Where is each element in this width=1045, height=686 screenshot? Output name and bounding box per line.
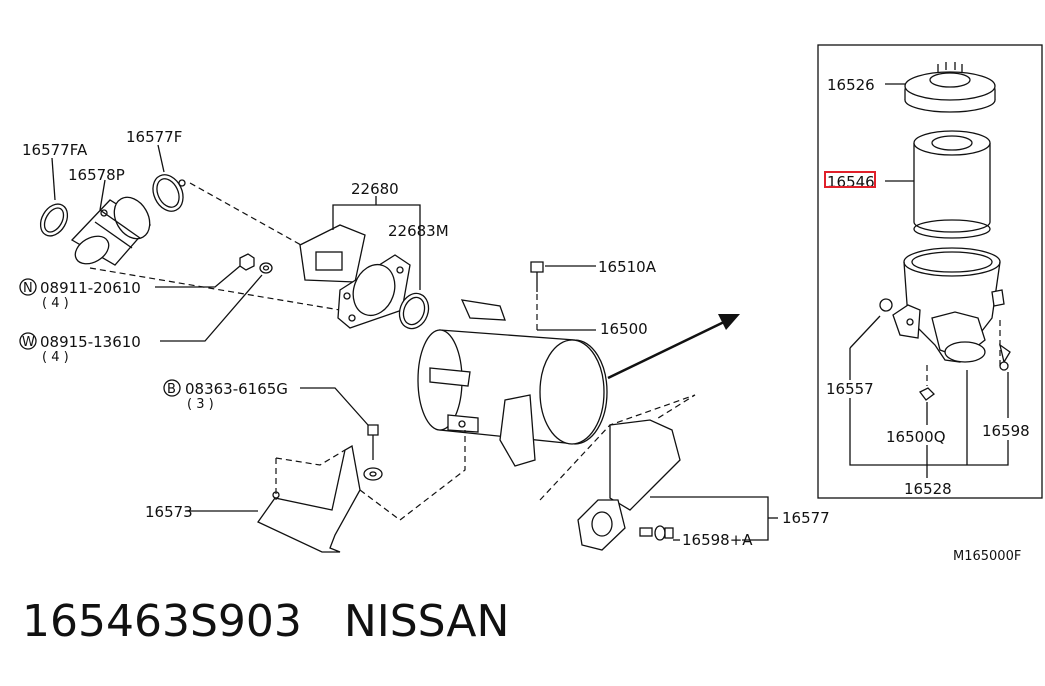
clamp-16577F — [152, 174, 186, 212]
washer-symbol: W — [22, 335, 35, 350]
bolt-quantity: ( 3 ) — [187, 397, 214, 412]
nut-part-number: 08911-20610 — [40, 279, 141, 297]
grommet-part — [849, 298, 893, 380]
bolt-16510A — [530, 261, 544, 330]
callout-16526: 16526 — [827, 76, 875, 94]
washer-part-number: 08915-13610 — [40, 333, 141, 351]
gasket-22683M — [398, 292, 430, 330]
filter-element — [913, 130, 991, 239]
highlight-box — [824, 171, 876, 188]
washer-quantity: ( 4 ) — [42, 350, 69, 365]
duct-16578P — [70, 196, 151, 266]
footer-title: 165463S903 NISSAN — [22, 596, 509, 647]
nut-symbol: N — [23, 281, 33, 296]
clamp-16577FA — [39, 203, 69, 237]
footer-part-number: 165463S903 — [22, 596, 302, 647]
bolt-symbol-circle — [163, 379, 181, 397]
nut-symbol-circle — [19, 278, 37, 296]
callout-16577: 16577 — [782, 509, 830, 527]
washer-part — [259, 262, 273, 274]
callout-16557: 16557 — [826, 380, 874, 398]
callout-16598: 16598 — [982, 422, 1030, 440]
callout-16500: 16500 — [600, 320, 648, 338]
callout-16578P: 16578P — [68, 166, 125, 184]
nut-quantity: ( 4 ) — [42, 296, 69, 311]
air-cleaner-housing — [892, 247, 1011, 371]
callout-22683M: 22683M — [388, 222, 449, 240]
callout-16546: 16546 — [827, 173, 875, 191]
callout-16528: 16528 — [904, 480, 952, 498]
washer-symbol-circle — [19, 332, 37, 350]
airflow-meter-22680 — [299, 224, 411, 329]
callout-16573: 16573 — [145, 503, 193, 521]
nut-part — [239, 253, 255, 271]
bracket-16573 — [257, 444, 361, 553]
callout-22680: 22680 — [351, 180, 399, 198]
sensor-16598A — [639, 525, 674, 541]
callout-16510A: 16510A — [598, 258, 657, 276]
callout-16577FA: 16577FA — [22, 141, 88, 159]
diagram-code: M165000F — [953, 549, 1021, 564]
callout-16500Q: 16500Q — [886, 428, 946, 446]
air-cleaner-cover — [904, 62, 996, 113]
callout-16598A: 16598+A — [682, 531, 753, 549]
bolt-part-number: 08363-6165G — [185, 380, 288, 398]
bolt-symbol: B — [167, 382, 176, 397]
bolt-08363 — [363, 424, 383, 481]
leader-16528 — [849, 398, 1009, 466]
air-cleaner-16500 — [417, 299, 608, 467]
callout-16577F: 16577F — [126, 128, 182, 146]
duct-16577 — [577, 419, 681, 551]
inset-frame — [817, 44, 1043, 499]
clip-part — [919, 365, 935, 425]
footer-brand: NISSAN — [343, 596, 510, 647]
direction-arrow — [607, 314, 740, 380]
